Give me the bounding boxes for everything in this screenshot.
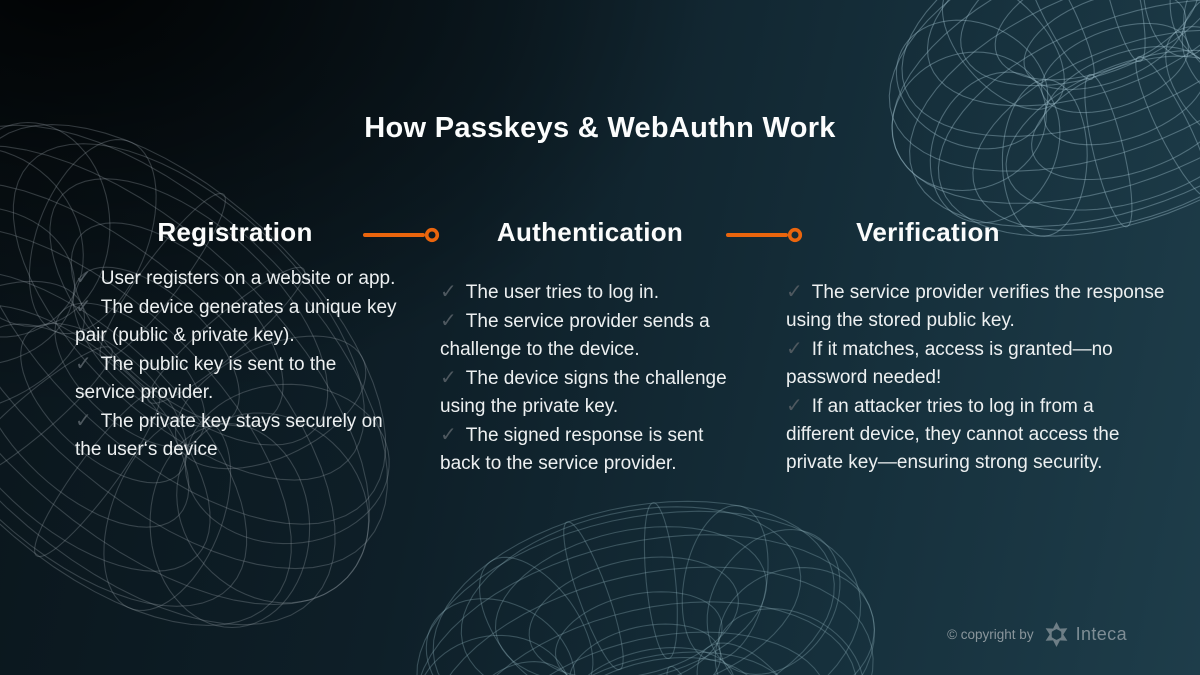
list-item-text: The private key stays securely on the us… — [75, 411, 383, 460]
registration-steps-list: ✓User registers on a website or app. ✓Th… — [75, 264, 397, 464]
list-item-text: The device generates a unique key pair (… — [75, 297, 397, 346]
check-icon: ✓ — [75, 267, 92, 289]
list-item: ✓If it matches, access is granted—no pas… — [786, 335, 1166, 392]
list-item: ✓If an attacker tries to log in from a d… — [786, 392, 1166, 477]
check-icon: ✓ — [440, 424, 457, 446]
list-item-text: The user tries to log in. — [465, 282, 660, 303]
list-item-text: The signed response is sent back to the … — [440, 425, 704, 474]
list-item: ✓The public key is sent to the service p… — [75, 350, 397, 407]
check-icon: ✓ — [440, 310, 457, 332]
list-item: ✓The private key stays securely on the u… — [75, 407, 397, 464]
list-item: ✓The service provider sends a challenge … — [440, 307, 744, 364]
check-icon: ✓ — [786, 395, 803, 417]
list-item-text: If it matches, access is granted—no pass… — [786, 339, 1113, 388]
list-item: ✓ User registers on a website or app. — [75, 264, 397, 293]
check-icon: ✓ — [786, 338, 803, 360]
check-icon: ✓ — [75, 353, 92, 375]
list-item-text: The public key is sent to the service pr… — [75, 354, 337, 403]
verification-steps-list: ✓The service provider verifies the respo… — [786, 278, 1166, 477]
page-title: How Passkeys & WebAuthn Work — [364, 112, 836, 144]
list-item-text: If an attacker tries to log in from a di… — [786, 396, 1120, 473]
list-item-text: The service provider verifies the respon… — [786, 282, 1165, 331]
copyright-text: © copyright by — [947, 627, 1034, 642]
list-item: ✓The service provider verifies the respo… — [786, 278, 1166, 335]
check-icon: ✓ — [75, 296, 92, 318]
list-item: ✓The device signs the challenge using th… — [440, 364, 744, 421]
check-icon: ✓ — [75, 410, 92, 432]
flow-arrow-icon — [363, 227, 440, 243]
list-item-text: The service provider sends a challenge t… — [440, 311, 710, 360]
list-item-text: User registers on a website or app. — [100, 268, 396, 289]
authentication-steps-list: ✓The user tries to log in. ✓The service … — [440, 278, 744, 478]
inteca-star-icon — [1045, 621, 1067, 648]
check-icon: ✓ — [786, 281, 803, 303]
check-icon: ✓ — [440, 367, 457, 389]
list-item: ✓The signed response is sent back to the… — [440, 421, 744, 478]
brand-name: Inteca — [1075, 624, 1127, 644]
column-heading-authentication: Authentication — [496, 217, 684, 247]
list-item: ✓The device generates a unique key pair … — [75, 293, 397, 350]
footer: © copyright by Inteca — [947, 621, 1127, 648]
flow-arrow-icon — [726, 227, 803, 243]
brand-logo: Inteca — [1043, 621, 1127, 648]
list-item: ✓ The user tries to log in. — [440, 278, 744, 307]
column-heading-registration: Registration — [157, 217, 313, 247]
check-icon: ✓ — [440, 281, 457, 303]
list-item-text: The device signs the challenge using the… — [440, 368, 727, 417]
column-heading-verification: Verification — [856, 217, 1000, 247]
